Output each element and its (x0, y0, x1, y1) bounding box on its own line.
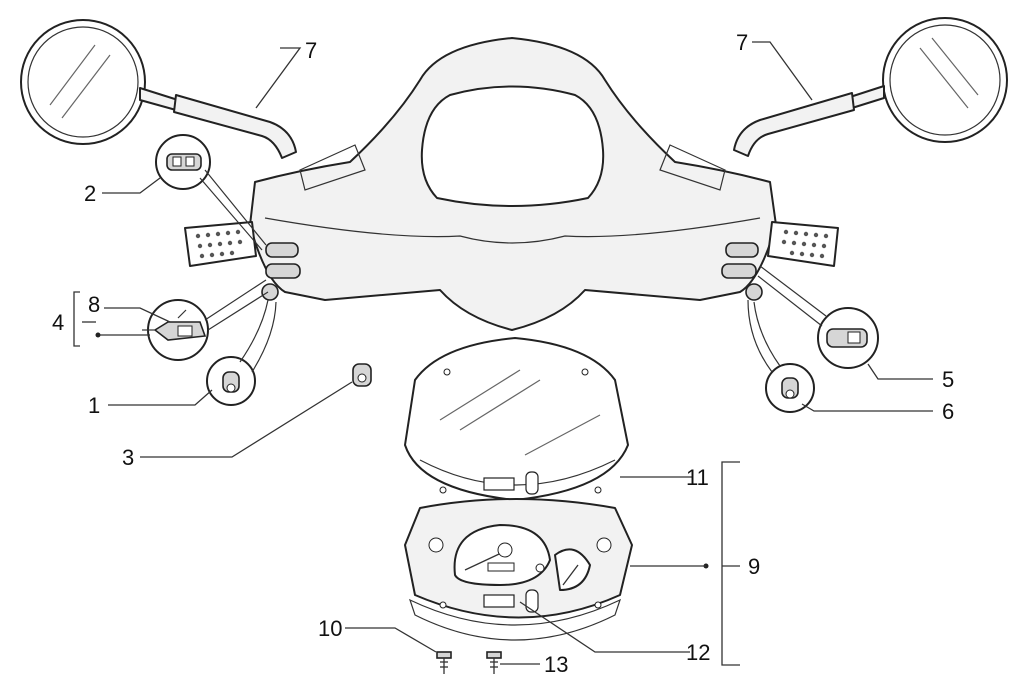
callout-label-11: 10 (318, 616, 342, 641)
instrument-body-part (404, 498, 633, 641)
callout-labels: 7 7 2 8 4 1 3 5 6 11 9 12 10 13 (52, 30, 954, 677)
callout-label-1: 1 (88, 393, 100, 418)
callout-label-2: 2 (84, 181, 96, 206)
right-grip (767, 221, 839, 267)
left-grip (184, 221, 257, 267)
callout-label-4: 4 (52, 310, 64, 335)
callout-label-5: 5 (942, 367, 954, 392)
turn-signal-switch-part (757, 265, 879, 369)
small-switch-part (352, 363, 372, 387)
callout-label-6: 6 (942, 399, 954, 424)
horn-button-part (206, 299, 277, 406)
right-mirror (733, 17, 1008, 157)
screw-8-part (486, 651, 502, 674)
screw-11-part (436, 651, 452, 674)
handlebar-cover (249, 37, 777, 331)
callout-label-7-right: 7 (736, 30, 748, 55)
callout-label-10: 9 (748, 554, 760, 579)
callout-label-12: 11 (686, 465, 709, 490)
callout-label-13: 12 (686, 640, 710, 665)
light-switch-part (155, 134, 267, 251)
callout-label-8: 13 (544, 652, 568, 677)
starter-switch-part (142, 279, 269, 361)
callout-label-7-left: 7 (305, 38, 317, 63)
left-mirror (20, 19, 297, 159)
instrument-lens-part (404, 337, 629, 501)
leader-lines (73, 41, 933, 666)
callout-label-3: 3 (122, 445, 134, 470)
right-button-part (747, 299, 815, 413)
callout-label-9: 8 (88, 292, 100, 317)
